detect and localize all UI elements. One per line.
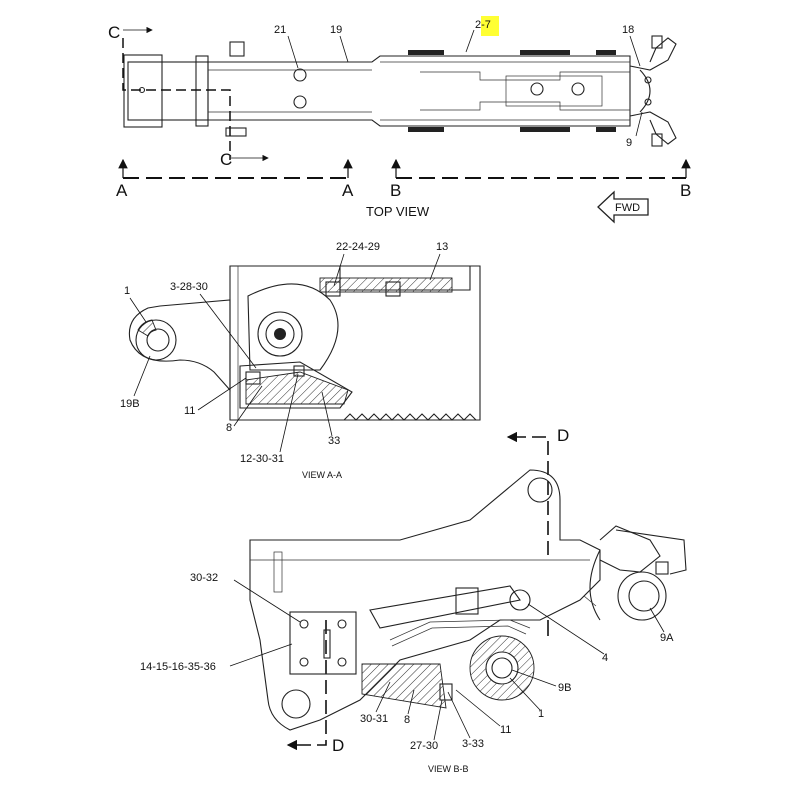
callout-8-bb: 8 xyxy=(404,714,410,726)
callout-2-7-highlight xyxy=(481,16,499,36)
callout-30-32: 30-32 xyxy=(190,572,218,584)
section-letter-b-left: B xyxy=(390,181,401,200)
top-view-title: TOP VIEW xyxy=(366,204,430,219)
top-view: C C A A B B TOP VIEW FWD 21 19 2-7 18 9 xyxy=(108,16,691,224)
bolt-strip-top xyxy=(408,50,616,55)
callout-1-aa: 1 xyxy=(124,285,130,297)
view-a-a: 22-24-29 13 1 3-28-30 19B 11 8 12-30-31 … xyxy=(120,241,481,480)
section-letter-c-bottom: C xyxy=(220,150,232,169)
callout-9b: 9B xyxy=(558,682,571,694)
fwd-arrow: FWD xyxy=(597,190,649,224)
callout-3-28-30: 3-28-30 xyxy=(170,281,208,293)
section-letter-b-right: B xyxy=(680,181,691,200)
section-letter-a-left: A xyxy=(116,181,128,200)
callout-22-24-29: 22-24-29 xyxy=(336,241,380,253)
view-a-a-title: VIEW A-A xyxy=(302,470,342,480)
callout-9a: 9A xyxy=(660,632,674,644)
callout-19b: 19B xyxy=(120,398,140,410)
callout-3-33: 3-33 xyxy=(462,738,484,750)
callout-14-15-16-35-36: 14-15-16-35-36 xyxy=(140,661,216,673)
callout-8-aa: 8 xyxy=(226,422,232,434)
section-letter-c-top: C xyxy=(108,23,120,42)
fwd-label: FWD xyxy=(615,202,640,214)
callout-18: 18 xyxy=(622,24,634,36)
callout-12-30-31: 12-30-31 xyxy=(240,453,284,465)
callout-4: 4 xyxy=(602,652,608,664)
callout-11-bb: 11 xyxy=(500,724,511,736)
section-letter-d-bottom: D xyxy=(332,736,344,755)
view-b-b-title: VIEW B-B xyxy=(428,764,469,774)
bolt-strip-bottom xyxy=(408,127,616,132)
callout-11-aa: 11 xyxy=(184,405,195,417)
callout-1-bb: 1 xyxy=(538,708,544,720)
callout-9: 9 xyxy=(626,137,632,149)
callout-30-31: 30-31 xyxy=(360,713,388,725)
section-letter-d-top: D xyxy=(557,426,569,445)
callout-21: 21 xyxy=(274,24,286,36)
callout-33: 33 xyxy=(328,435,340,447)
callout-27-30: 27-30 xyxy=(410,740,438,752)
callout-2-7: 2-7 xyxy=(475,19,491,31)
section-letter-a-right: A xyxy=(342,181,354,200)
callout-19: 19 xyxy=(330,24,342,36)
callout-13: 13 xyxy=(436,241,448,253)
view-b-b: D D xyxy=(140,426,687,774)
